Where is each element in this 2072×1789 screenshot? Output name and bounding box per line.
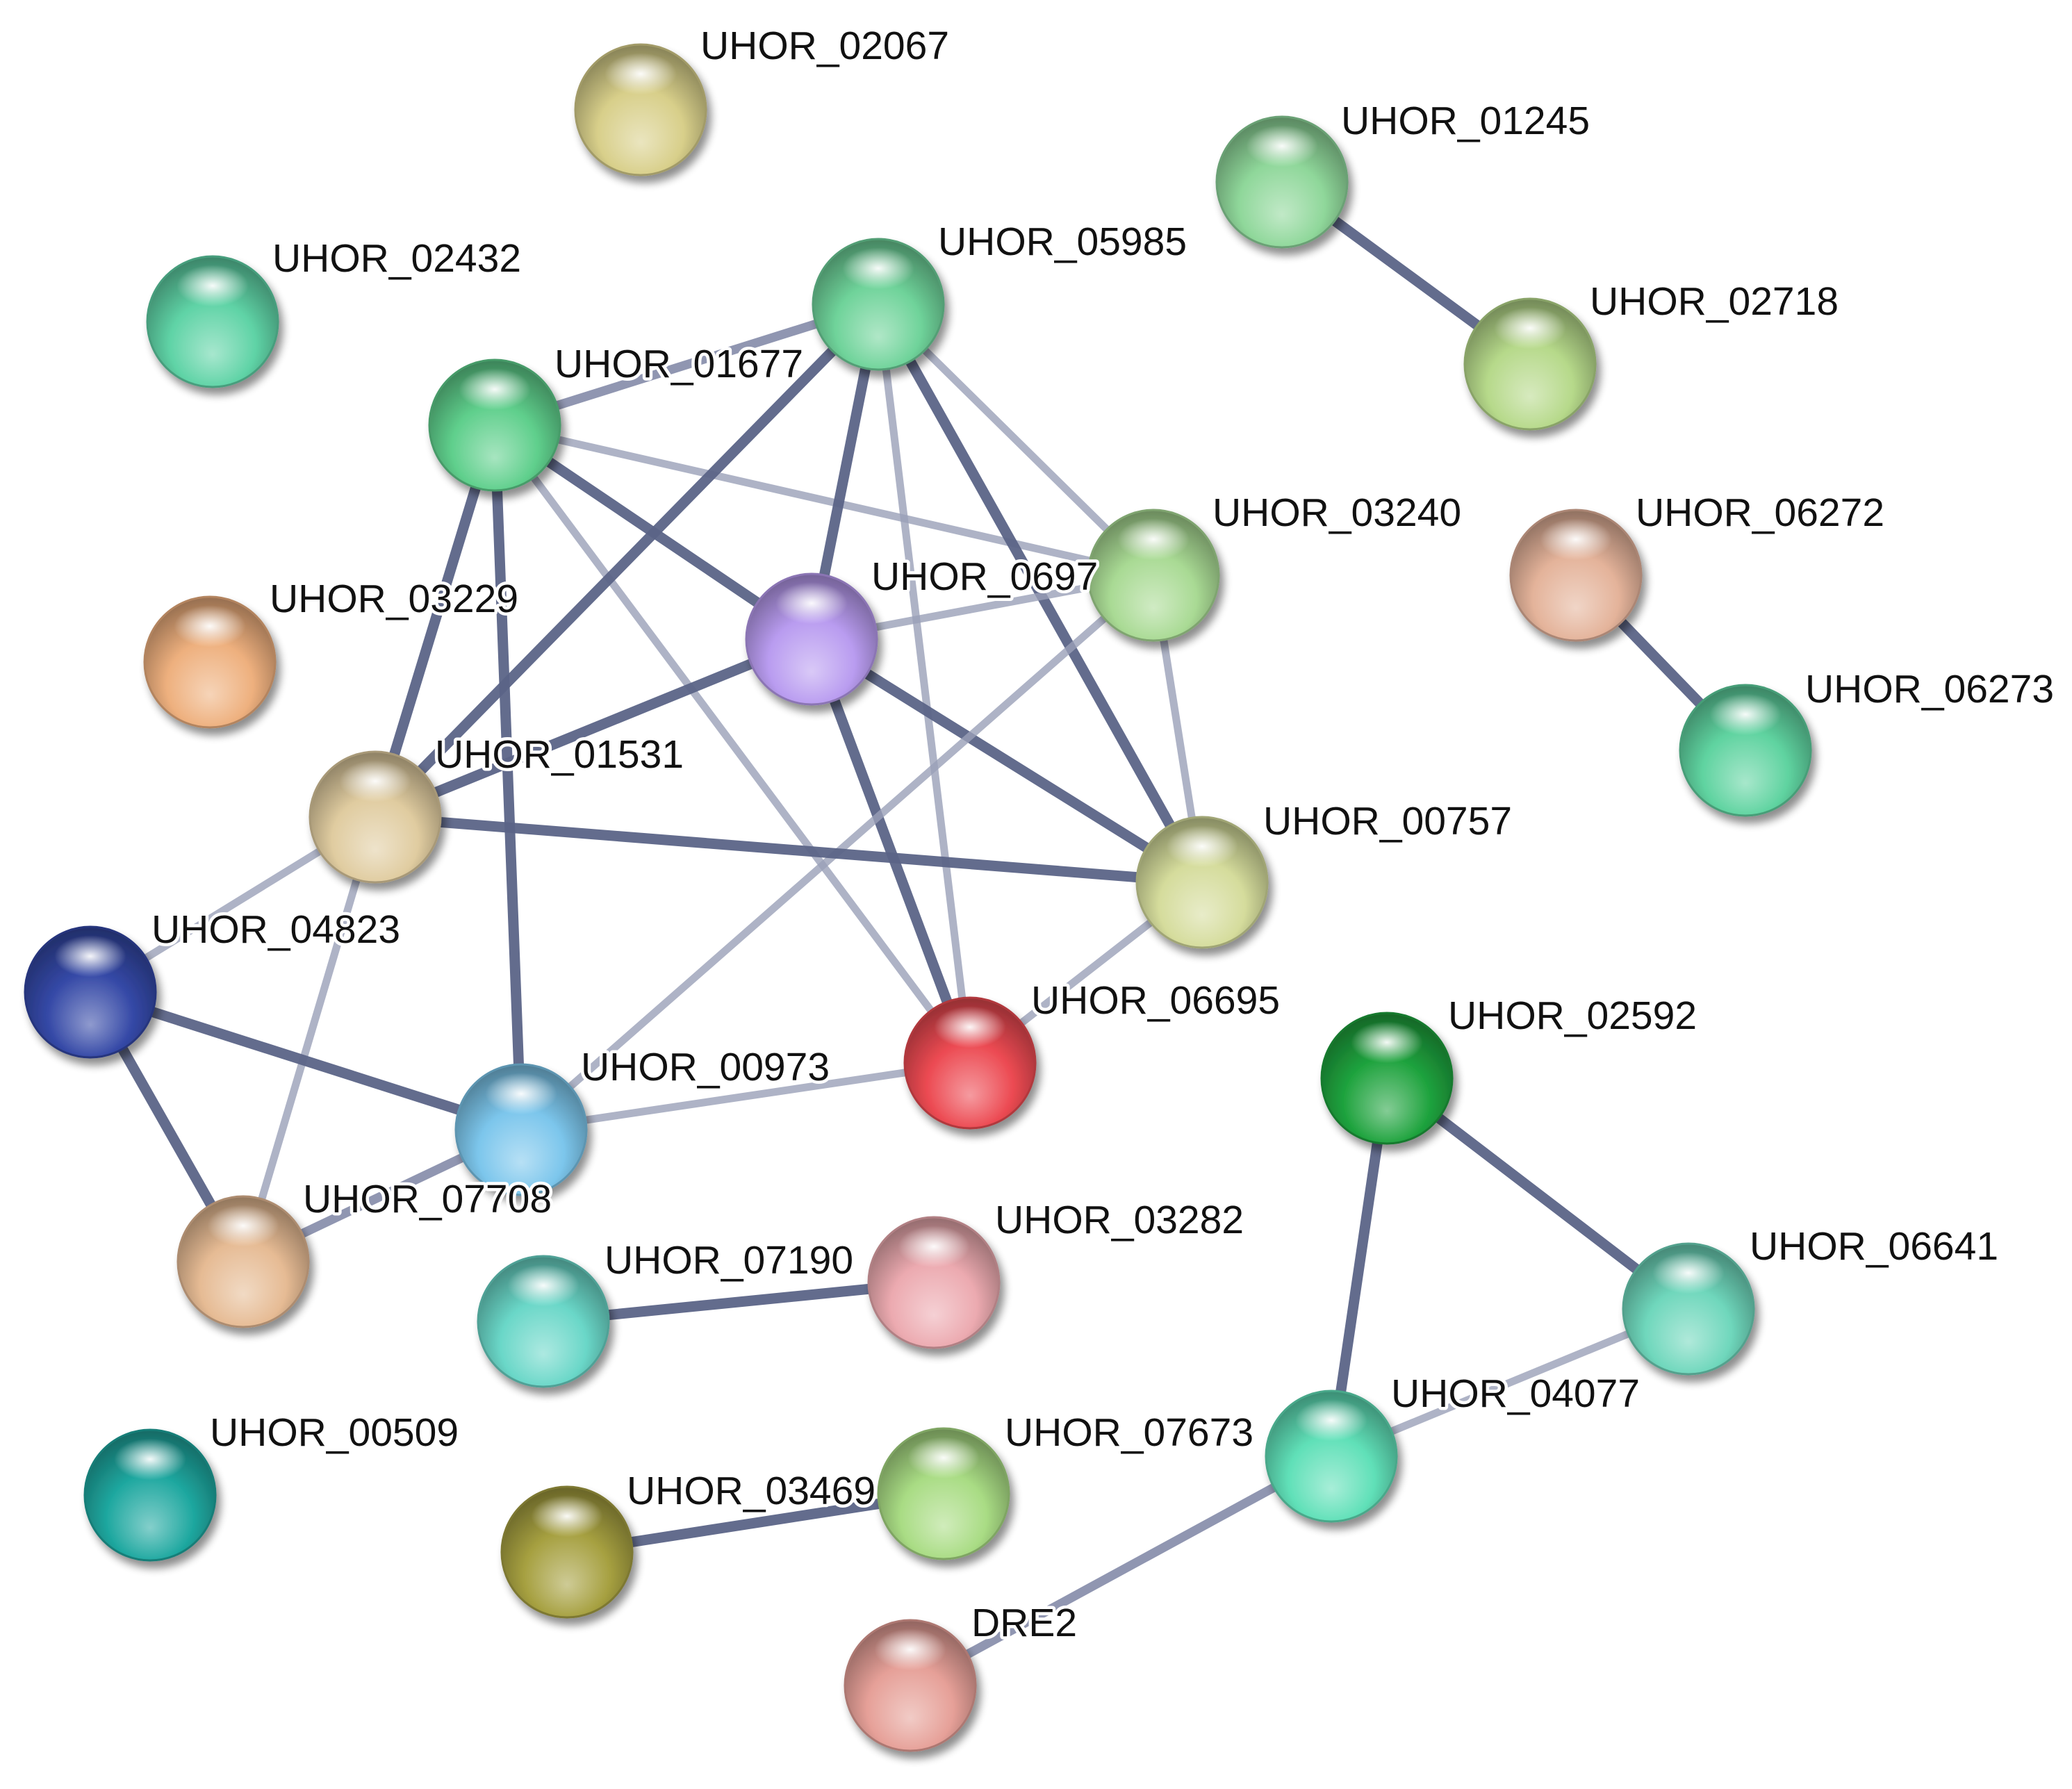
node-uhor-06273[interactable]: [1679, 684, 1812, 817]
node-uhor-06695[interactable]: [903, 996, 1037, 1130]
nodes-layer: [24, 43, 1812, 1752]
node-uhor-03282[interactable]: [867, 1216, 1001, 1349]
node-highlight: [207, 1205, 279, 1247]
node-label-uhor-05985: UHOR_05985: [938, 220, 1187, 264]
edge-uhor-0697-uhor-00757: [806, 634, 1208, 888]
node-highlight: [934, 1006, 1006, 1048]
edge-uhor-05985-uhor-01531: [370, 299, 884, 823]
node-label-uhor-01531: UHOR_01531: [435, 732, 684, 777]
node-label-uhor-06273: UHOR_06273: [1805, 667, 2054, 711]
node-uhor-00509[interactable]: [83, 1428, 217, 1562]
node-highlight: [114, 1438, 186, 1481]
node-label-uhor-01677: UHOR_01677: [554, 342, 803, 386]
edge-uhor-01677-uhor-01531: [370, 420, 500, 823]
node-highlight: [775, 582, 848, 625]
node-label-uhor-01245: UHOR_01245: [1341, 99, 1590, 143]
node-highlight: [1351, 1021, 1423, 1064]
node-label-uhor-00973: UHOR_00973: [581, 1045, 830, 1089]
node-highlight: [531, 1495, 603, 1537]
node-uhor-01245[interactable]: [1215, 115, 1349, 249]
edge-uhor-04823-uhor-00973: [85, 987, 527, 1135]
node-label-uhor-00509: UHOR_00509: [210, 1410, 459, 1455]
edge-uhor-01677-uhor-03240: [491, 421, 1158, 579]
node-label-uhor-00757: UHOR_00757: [1263, 799, 1512, 843]
node-uhor-03240[interactable]: [1087, 509, 1220, 642]
node-label-uhor-07673: UHOR_07673: [1005, 1410, 1253, 1455]
node-highlight: [1295, 1399, 1367, 1442]
node-uhor-06641[interactable]: [1622, 1242, 1755, 1376]
edge-uhor-00973-uhor-06695: [517, 1059, 974, 1134]
edge-uhor-01677-uhor-05985: [490, 299, 883, 430]
node-uhor-04077[interactable]: [1265, 1390, 1398, 1523]
edge-uhor-05985-uhor-06695: [874, 300, 974, 1067]
node-label-uhor-02718: UHOR_02718: [1590, 279, 1839, 324]
node-highlight: [1117, 518, 1190, 561]
node-uhor-02718[interactable]: [1463, 297, 1597, 431]
node-highlight: [898, 1226, 970, 1268]
node-highlight: [507, 1264, 579, 1307]
node-highlight: [174, 605, 246, 648]
node-highlight: [874, 1629, 946, 1671]
node-label-uhor-04823: UHOR_04823: [151, 907, 400, 952]
node-highlight: [842, 247, 914, 290]
node-highlight: [605, 53, 677, 95]
node-label-uhor-03240: UHOR_03240: [1212, 490, 1461, 535]
edge-uhor-01531-uhor-00757: [370, 811, 1208, 888]
node-highlight: [485, 1073, 557, 1115]
node-highlight: [459, 368, 531, 411]
node-label-uhor-03282: UHOR_03282: [995, 1198, 1244, 1242]
node-highlight: [54, 935, 126, 978]
edge-uhor-01677-uhor-06695: [491, 421, 974, 1067]
edge-uhor-04077-dre2: [905, 1451, 1336, 1690]
node-label-uhor-02067: UHOR_02067: [700, 24, 949, 68]
edge-uhor-01677-uhor-00973: [489, 420, 527, 1135]
node-uhor-00757[interactable]: [1135, 816, 1269, 949]
node-label-dre2: DRE2: [971, 1601, 1077, 1645]
node-uhor-01531[interactable]: [309, 750, 442, 884]
node-highlight: [1709, 693, 1782, 736]
node-uhor-0697[interactable]: [745, 572, 878, 706]
node-highlight: [1540, 518, 1612, 561]
node-label-uhor-02592: UHOR_02592: [1448, 994, 1697, 1038]
node-uhor-00973[interactable]: [454, 1063, 588, 1196]
node-label-uhor-07708: UHOR_07708: [303, 1177, 552, 1221]
node-label-uhor-03229: UHOR_03229: [270, 577, 518, 621]
node-label-uhor-06641: UHOR_06641: [1750, 1224, 1998, 1269]
node-highlight: [1246, 125, 1318, 167]
edge-uhor-0697-uhor-06695: [806, 634, 976, 1069]
node-label-uhor-04077: UHOR_04077: [1391, 1371, 1640, 1416]
edge-uhor-01531-uhor-07708: [239, 813, 379, 1266]
node-highlight: [907, 1437, 980, 1479]
node-highlight: [1166, 825, 1238, 868]
node-label-uhor-06272: UHOR_06272: [1636, 490, 1884, 535]
node-dre2[interactable]: [844, 1619, 977, 1752]
node-label-uhor-02432: UHOR_02432: [272, 236, 521, 281]
node-label-uhor-03469: UHOR_03469: [627, 1469, 875, 1513]
node-label-uhor-0697: UHOR_0697: [871, 554, 1098, 599]
node-uhor-07708[interactable]: [176, 1195, 310, 1328]
node-highlight: [1494, 307, 1566, 349]
node-uhor-01677[interactable]: [428, 358, 561, 492]
node-label-uhor-06695: UHOR_06695: [1031, 978, 1280, 1023]
node-highlight: [176, 265, 249, 307]
node-uhor-05985[interactable]: [812, 238, 945, 371]
node-label-uhor-07190: UHOR_07190: [605, 1238, 853, 1283]
node-uhor-02067[interactable]: [574, 43, 707, 176]
edge-uhor-0697-uhor-01531: [370, 634, 817, 823]
node-uhor-04823[interactable]: [24, 925, 157, 1059]
node-uhor-07673[interactable]: [877, 1427, 1010, 1560]
node-uhor-03469[interactable]: [500, 1485, 634, 1619]
node-uhor-06272[interactable]: [1509, 509, 1643, 642]
node-uhor-02592[interactable]: [1320, 1012, 1454, 1145]
node-uhor-07190[interactable]: [477, 1255, 610, 1388]
node-highlight: [1652, 1252, 1725, 1294]
node-uhor-03229[interactable]: [143, 595, 277, 729]
node-highlight: [339, 760, 411, 802]
node-uhor-02432[interactable]: [146, 255, 279, 388]
